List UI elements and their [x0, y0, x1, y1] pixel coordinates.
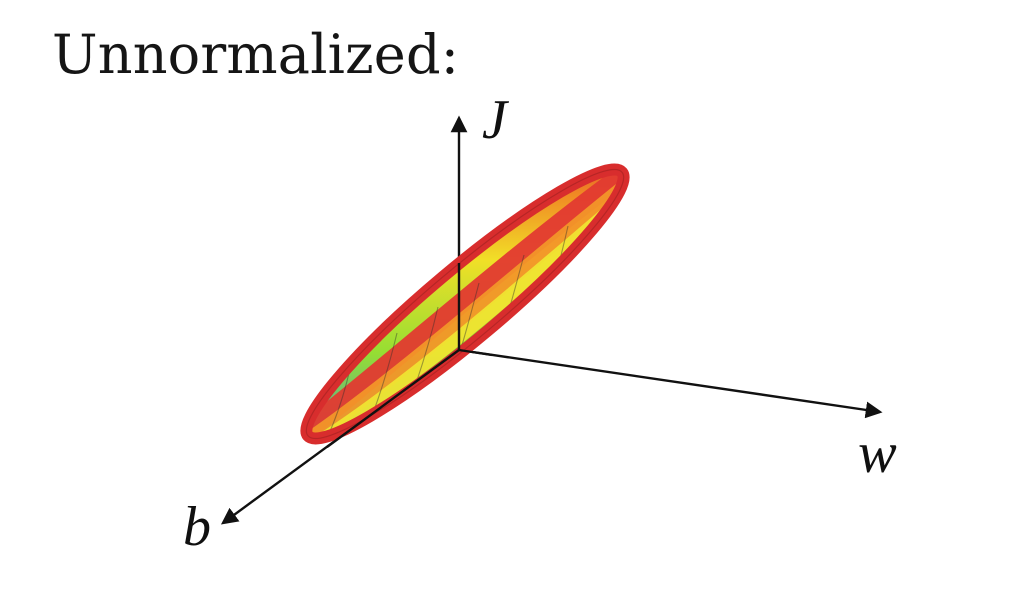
- elongated-cost-surface: [285, 145, 645, 463]
- b-axis-label: b: [183, 496, 211, 558]
- w-axis-front-segment: [458, 348, 493, 357]
- w-axis-label: w: [858, 420, 897, 485]
- page-title: Unnormalized:: [52, 23, 460, 86]
- j-axis-label: J: [482, 89, 507, 151]
- b-axis-front-segment: [326, 349, 460, 448]
- w-axis-line: [458, 348, 883, 419]
